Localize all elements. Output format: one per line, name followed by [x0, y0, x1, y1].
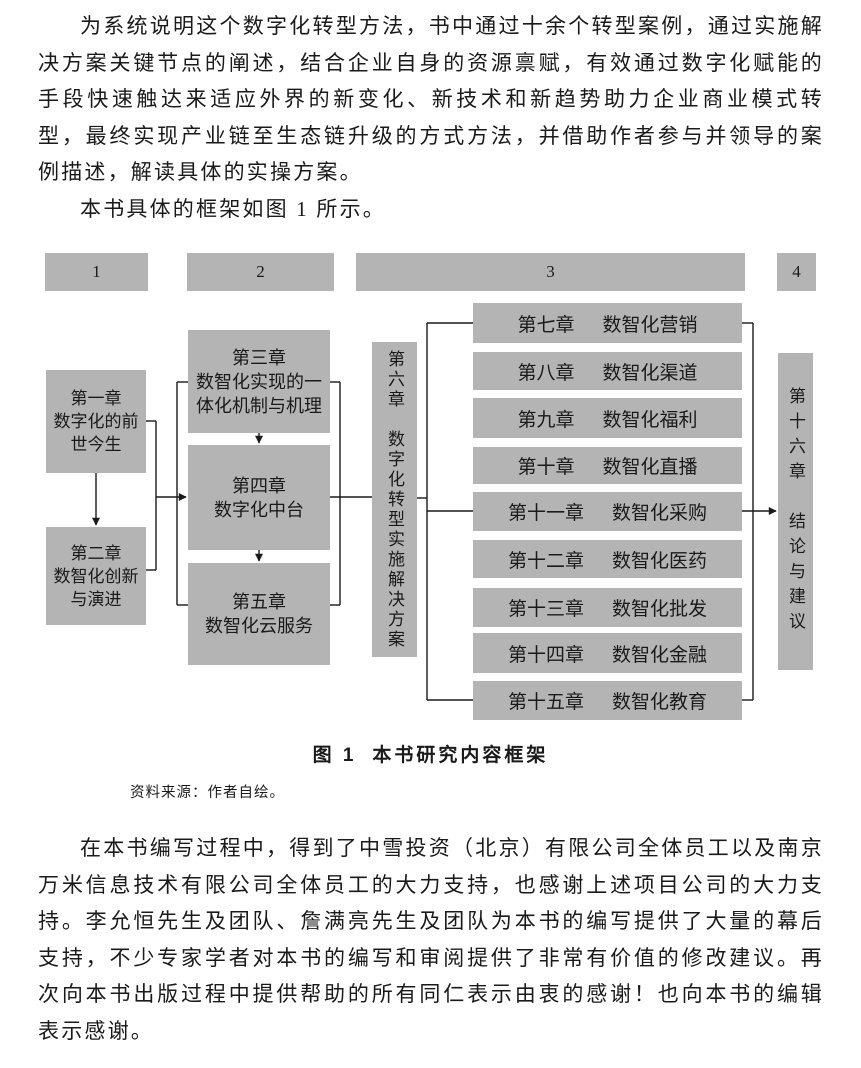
chapter-row-7-number: 第七章: [517, 314, 575, 336]
chapter-row-7: 第七章 数智化营销: [473, 303, 742, 343]
section-band-4-label: 4: [792, 262, 801, 281]
chapter-4-box: 第四章 数字化中台: [188, 445, 330, 550]
chapter-row-13: 第十三章 数智化批发: [473, 588, 742, 627]
chapter-2-box: 第二章 数智化创新 与演进: [46, 527, 146, 625]
figure-caption-title: 本书研究内容框架: [372, 745, 549, 766]
chapter-row-8: 第八章 数智化渠道: [473, 352, 742, 390]
chapter-row-10: 第十章 数智化直播: [473, 447, 742, 484]
section-band-3: 3: [356, 253, 745, 291]
chapter-row-12-number: 第十二章: [507, 550, 584, 572]
chapter-16-box: 第十六章 结论与建议: [778, 353, 813, 670]
chapter-row-12: 第十二章 数智化医药: [473, 540, 742, 578]
top-text-block: 为系统说明这个数字化转型方法，书中通过十余个转型案例，通过实施解决方案关键节点的…: [38, 8, 824, 228]
chapter-row-10-title: 数智化直播: [602, 457, 698, 478]
section-band-2-label: 2: [256, 262, 265, 281]
chapter-row-10-number: 第十章: [517, 457, 575, 478]
source-note: 资料来源：作者自绘。: [130, 785, 285, 801]
chapter-row-11-title: 数智化采购: [612, 503, 708, 524]
chapter-1-box: 第一章 数字化的前 世今生: [46, 370, 146, 473]
chapter-row-13-number: 第十三章: [507, 599, 584, 620]
chapter-row-8-title: 数智化渠道: [602, 362, 698, 384]
chapter-3-box: 第三章 数智化实现的一 体化机制与机理: [188, 330, 330, 433]
intro-paragraph: 为系统说明这个数字化转型方法，书中通过十余个转型案例，通过实施解决方案关键节点的…: [38, 14, 824, 185]
chapter-row-9-number: 第九章: [517, 409, 575, 431]
chapter-row-14-number: 第十四章: [507, 644, 584, 666]
chapter-6-label: 第六章 数字化转型实施解决方案: [385, 349, 404, 650]
section-band-1: 1: [45, 253, 148, 291]
chapter-row-11: 第十一章 数智化采购: [473, 492, 742, 531]
section-band-4: 4: [777, 253, 816, 291]
bottom-text-block: 在本书编写过程中，得到了中雪投资（北京）有限公司全体员工以及南京万米信息技术有限…: [38, 830, 824, 1050]
chapter-row-8-number: 第八章: [517, 362, 575, 384]
chapter-row-9-title: 数智化福利: [602, 409, 698, 431]
chapter-5-box: 第五章 数智化云服务: [188, 563, 330, 665]
chapter-row-9: 第九章 数智化福利: [473, 398, 742, 438]
section-band-1-label: 1: [92, 262, 101, 281]
chapter-row-15-title: 数智化教育: [612, 692, 708, 713]
chapter-row-14-title: 数智化金融: [612, 644, 708, 666]
figure-caption: 图 1 本书研究内容框架: [0, 740, 861, 767]
chapter-row-15: 第十五章 数智化教育: [473, 681, 742, 720]
figure-caption-label: 图 1: [312, 745, 357, 766]
chapter-row-14: 第十四章 数智化金融: [473, 633, 742, 673]
chapter-6-box: 第六章 数字化转型实施解决方案: [372, 342, 417, 657]
chapter-row-15-number: 第十五章: [507, 692, 584, 713]
acknowledgement-paragraph: 在本书编写过程中，得到了中雪投资（北京）有限公司全体员工以及南京万米信息技术有限…: [38, 836, 824, 1043]
frame-sentence: 本书具体的框架如图 1 所示。: [80, 196, 386, 221]
chapter-row-13-title: 数智化批发: [612, 599, 708, 620]
section-band-3-label: 3: [546, 262, 555, 281]
chapter-16-label: 第十六章 结论与建议: [786, 386, 805, 637]
chapter-row-7-title: 数智化营销: [602, 314, 698, 336]
chapter-row-11-number: 第十一章: [507, 503, 584, 524]
section-band-2: 2: [187, 253, 334, 291]
chapter-row-12-title: 数智化医药: [612, 550, 708, 572]
